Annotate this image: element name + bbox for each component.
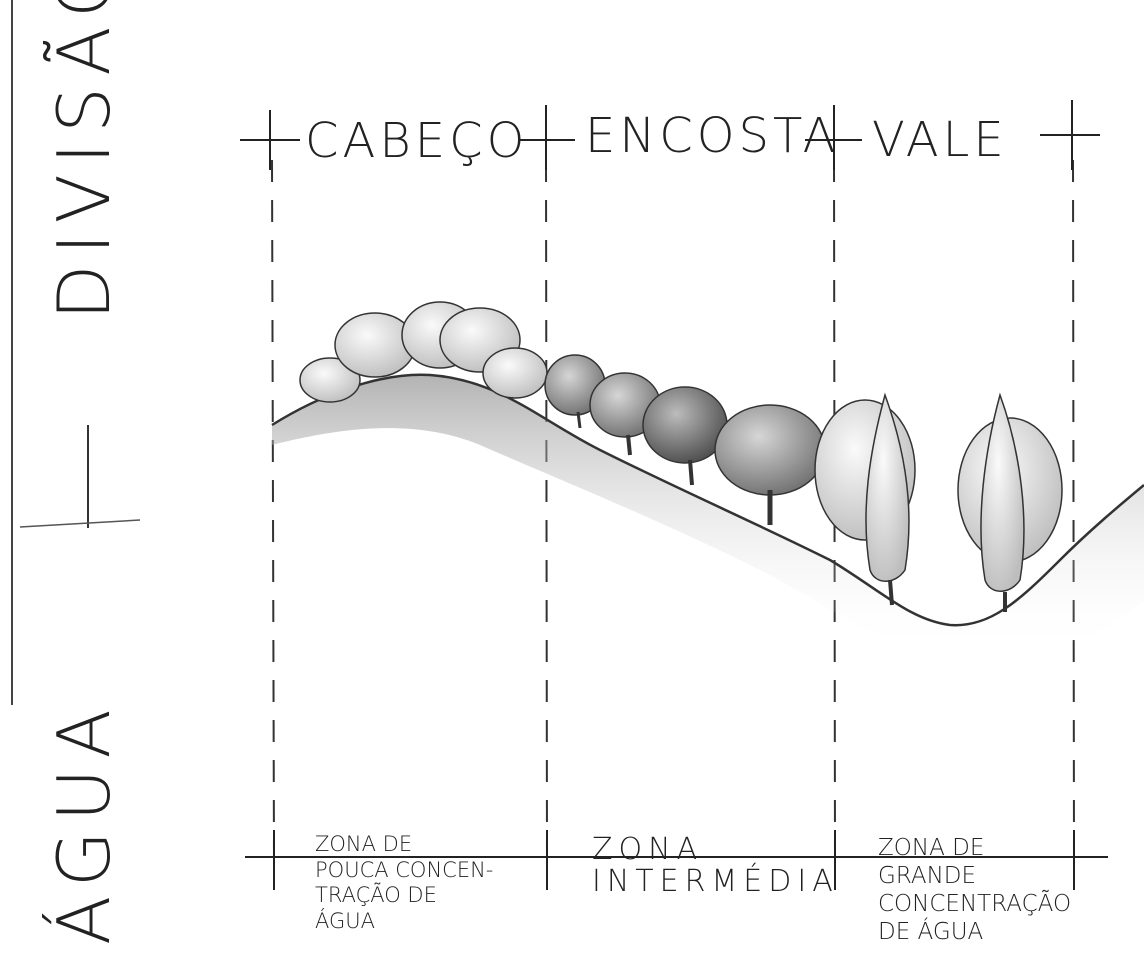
zone-label-vale: ZONA DE GRANDE CONCENTRAÇÃO DE ÁGUA	[878, 834, 1071, 946]
divider-2	[546, 160, 547, 860]
zone-label-encosta: ZONA INTERMÉDIA	[592, 834, 839, 897]
side-title-divisao: DIVISÃO	[42, 0, 126, 320]
side-underline	[20, 520, 140, 527]
divider-1	[272, 160, 274, 860]
zone-label-cabeco: ZONA DE POUCA CONCEN- TRAÇÃO DE ÁGUA	[315, 832, 493, 934]
zone-title-cabeco: CABEÇO	[305, 113, 528, 169]
zone-title-vale: VALE	[872, 112, 1008, 168]
side-title-agua: ÁGUA	[42, 699, 126, 945]
zone-title-encosta: ENCOSTA	[585, 108, 839, 164]
divider-4	[1073, 160, 1074, 860]
